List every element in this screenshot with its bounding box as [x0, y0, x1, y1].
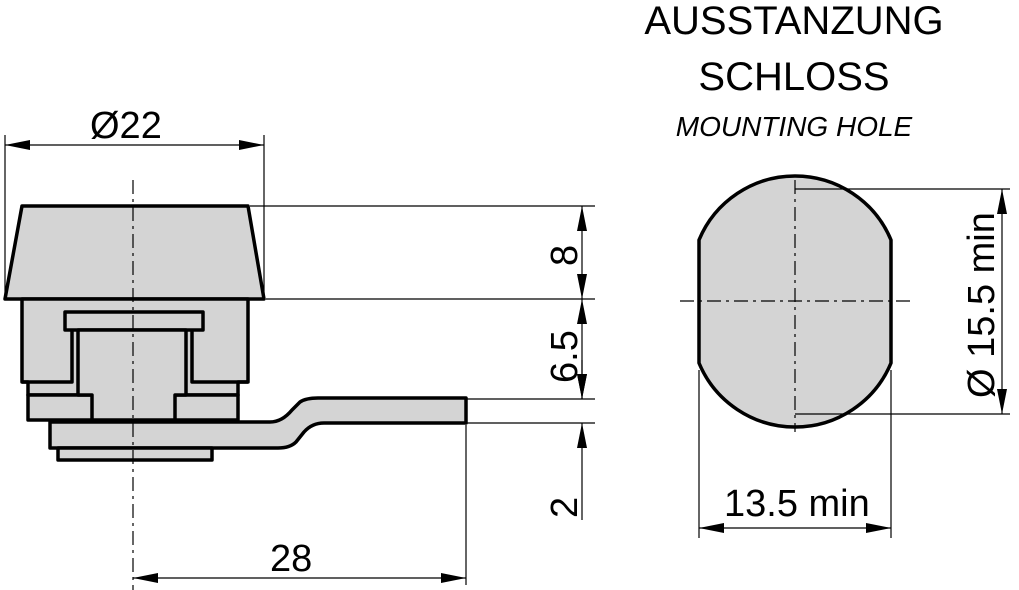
lock-nut-outline: [22, 312, 248, 384]
lock-cap: [3, 204, 266, 301]
cam-lock-side-view: [3, 180, 468, 590]
dim-label-diameter-22: Ø22: [90, 105, 162, 147]
dimension-thickness-2: 2: [544, 360, 587, 520]
mounting-hole-view: [680, 174, 912, 432]
title-block: AUSSTANZUNG SCHLOSS MOUNTING HOLE: [644, 0, 943, 142]
height-extension-lines: [250, 205, 595, 424]
dimension-height-8: 8: [544, 206, 587, 299]
lock-collar: [63, 310, 205, 332]
dimension-hole-width: 13.5 min: [698, 370, 892, 538]
lock-shaft: [76, 328, 188, 422]
dim-label-hole-width: 13.5 min: [724, 483, 870, 525]
title-ausstanzung: AUSSTANZUNG: [644, 0, 943, 43]
dim-label-8: 8: [544, 245, 586, 266]
dimension-hole-diameter: Ø 15.5 min: [795, 188, 1010, 415]
title-schloss: SCHLOSS: [698, 55, 889, 99]
dim-label-2: 2: [544, 497, 586, 518]
washer-plate: [56, 446, 214, 462]
dimension-diameter-22: Ø22: [4, 105, 265, 298]
dimension-length-28: 28: [133, 425, 467, 585]
dim-label-28: 28: [270, 538, 312, 580]
dim-label-hole-diameter: Ø 15.5 min: [961, 212, 1003, 398]
title-mounting-hole: MOUNTING HOLE: [676, 111, 913, 142]
